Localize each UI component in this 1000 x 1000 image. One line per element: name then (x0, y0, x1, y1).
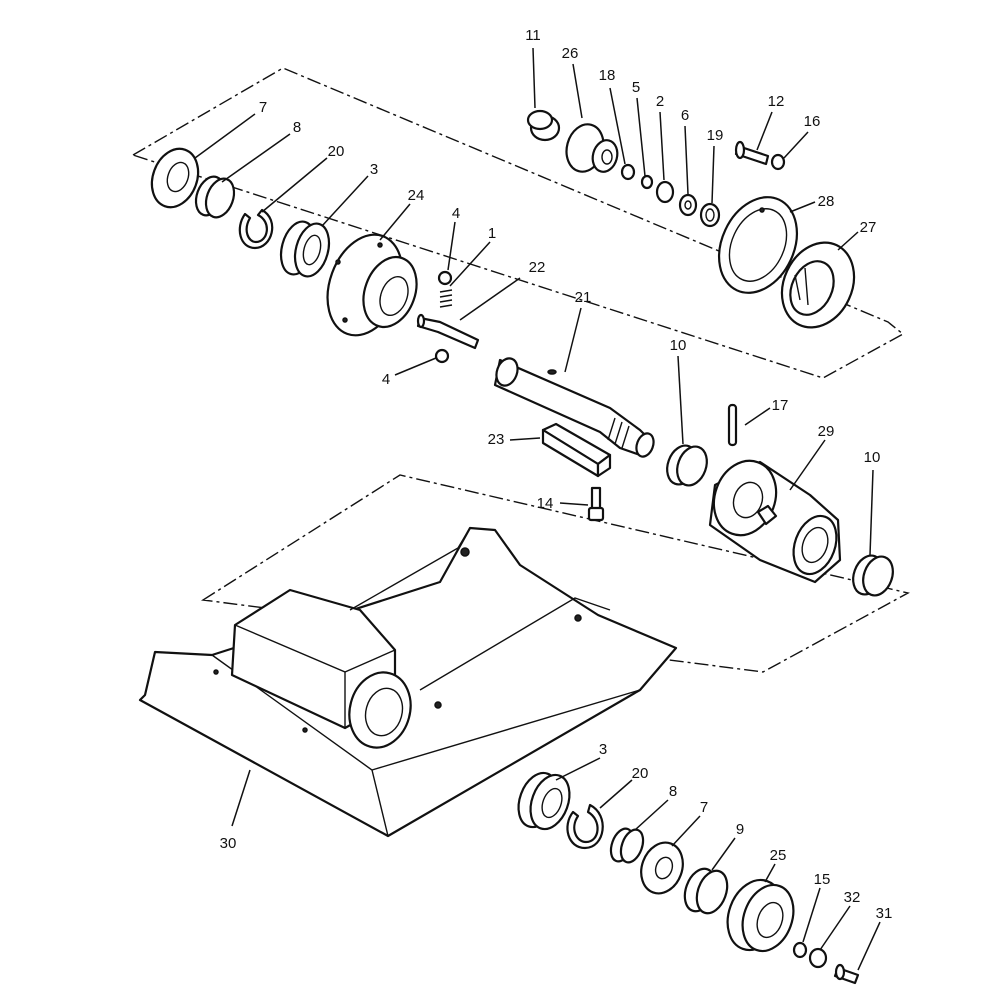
part-18-nut (620, 163, 636, 181)
callout-8-lower: 8 (669, 783, 677, 800)
part-2-spacer (655, 180, 675, 204)
part-11-plug (526, 109, 561, 142)
part-4-ball-upper (437, 270, 453, 286)
callout-24: 24 (408, 187, 425, 204)
part-31-bolt (833, 963, 860, 985)
callout-labels: 11 26 18 5 2 6 19 12 16 28 27 7 8 20 3 2… (220, 27, 893, 922)
callout-22: 22 (529, 259, 546, 276)
upper-dashed-boundary (131, 67, 905, 379)
callout-19: 19 (707, 127, 724, 144)
part-7-seal-lower (640, 841, 684, 895)
callout-29: 29 (818, 423, 835, 440)
callout-25: 25 (770, 847, 787, 864)
callout-26: 26 (562, 45, 579, 62)
callout-3-upper: 3 (370, 161, 378, 178)
part-17-roll-pin (727, 403, 738, 447)
part-25-pulley-lower (726, 878, 795, 953)
part-20-circlip-lower (566, 803, 604, 850)
part-6-washer (678, 193, 698, 217)
callout-16: 16 (804, 113, 821, 130)
callout-12: 12 (768, 93, 785, 110)
callout-5: 5 (632, 79, 640, 96)
callout-3-lower: 3 (599, 741, 607, 758)
part-14-bolt (587, 486, 605, 522)
callout-20-lower: 20 (632, 765, 649, 782)
part-30-base-plate (138, 526, 678, 838)
part-3-bearing-upper (279, 220, 331, 278)
callout-32: 32 (844, 889, 861, 906)
part-22-pin (416, 313, 480, 350)
part-29-eccentric-housing (708, 459, 842, 584)
part-12-bolt (734, 140, 770, 166)
part-16-nut (770, 153, 786, 171)
callout-11: 11 (525, 27, 541, 44)
part-9-bushing (683, 867, 729, 915)
callout-21: 21 (575, 289, 592, 306)
callout-8-upper: 8 (293, 119, 301, 136)
leader-lines (194, 47, 881, 971)
part-10-bushing-a (666, 444, 708, 487)
callout-18: 18 (599, 67, 616, 84)
part-7-seal-upper (150, 147, 200, 209)
part-21-shaft (493, 357, 655, 458)
callout-7-lower: 7 (700, 799, 708, 816)
part-23-key (541, 422, 612, 478)
part-20-circlip-upper (238, 208, 274, 250)
part-4-ball-lower (434, 348, 450, 364)
callout-7-upper: 7 (259, 99, 267, 116)
callout-9: 9 (736, 821, 744, 838)
callout-10-upper: 10 (670, 337, 687, 354)
callout-4-upper: 4 (452, 205, 460, 222)
callout-1: 1 (488, 225, 496, 242)
callout-15: 15 (814, 871, 831, 888)
part-27-pulley (780, 241, 856, 329)
callout-2: 2 (656, 93, 664, 110)
callout-23: 23 (488, 431, 505, 448)
callout-28: 28 (818, 193, 835, 210)
callout-6: 6 (681, 107, 689, 124)
part-10-bushing-b (852, 554, 894, 597)
callout-20-upper: 20 (328, 143, 345, 160)
part-15-washer (792, 941, 808, 959)
callout-31: 31 (876, 905, 893, 922)
part-1-spring (439, 289, 453, 308)
part-8-bushing-lower (609, 827, 645, 864)
callout-10-lower: 10 (864, 449, 881, 466)
part-24-flange-housing (326, 233, 418, 337)
callout-30: 30 (220, 835, 237, 852)
part-5-washer (640, 174, 654, 190)
part-26-pulley-hub (565, 123, 619, 173)
part-3-bearing-lower (517, 771, 571, 831)
part-28-cover-plate (718, 196, 798, 294)
callout-27: 27 (860, 219, 877, 236)
part-19-ring (699, 202, 721, 228)
part-32-spacer (808, 947, 828, 969)
callout-14: 14 (537, 495, 554, 512)
callout-17: 17 (772, 397, 789, 414)
callout-4-lower: 4 (382, 371, 390, 388)
part-8-bushing-upper (194, 175, 236, 219)
